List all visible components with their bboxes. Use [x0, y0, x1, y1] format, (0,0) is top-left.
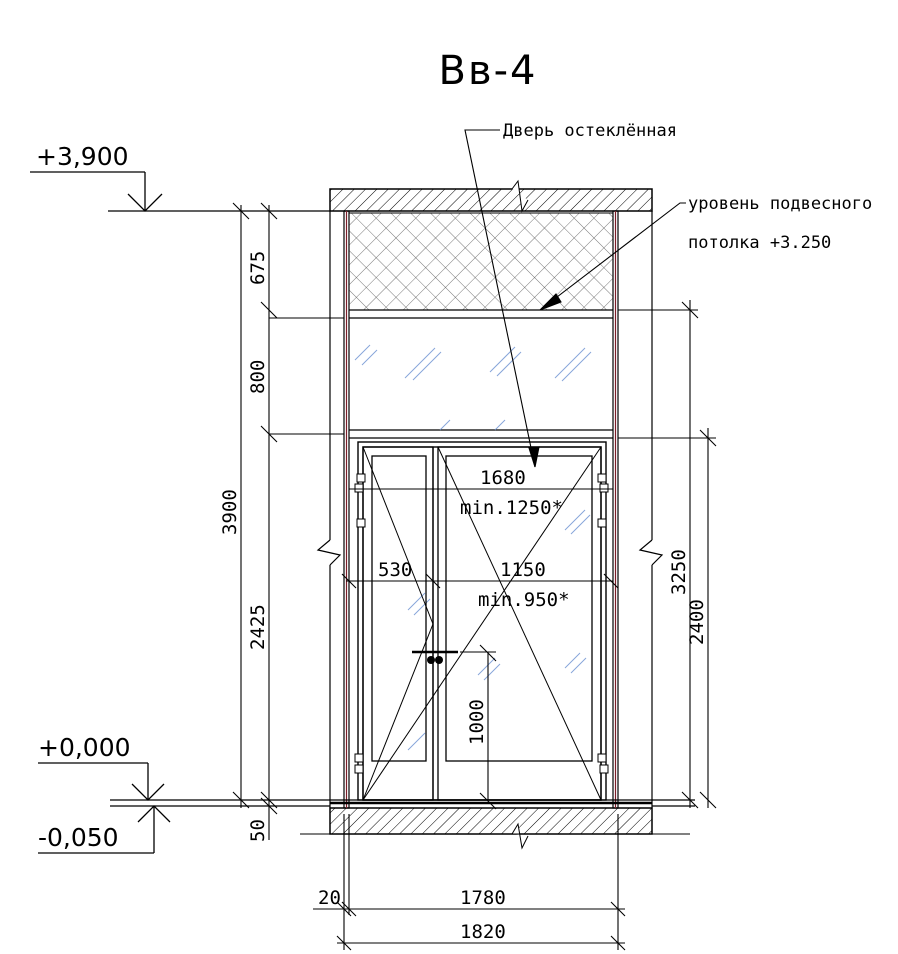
dim-handle-1000: 1000 [466, 699, 488, 745]
level-label-top: +3,900 [36, 142, 129, 171]
transom-panels [349, 309, 613, 439]
right-dimension-lines [618, 300, 717, 809]
wall-edges [316, 211, 664, 808]
dim-leaf-530: 530 [378, 559, 412, 581]
dim-800: 800 [247, 360, 269, 394]
door-handle [412, 650, 458, 664]
level-mark-zero [38, 762, 165, 801]
dim-50: 50 [247, 819, 269, 842]
dim-675: 675 [247, 251, 269, 285]
dim-bottom-20: 20 [318, 887, 341, 909]
drawing-title: Вв-4 [439, 48, 538, 94]
callout-ceiling-line1: уровень подвесного [688, 194, 872, 214]
dim-2400: 2400 [686, 599, 708, 645]
level-mark-bottom [38, 805, 171, 854]
bottom-dimension-lines [313, 814, 626, 951]
floor-slab [300, 807, 690, 850]
ceiling-slab [329, 179, 653, 213]
door-dimension-lines [341, 488, 619, 810]
callout-door-label: Дверь остеклённая [503, 121, 677, 141]
swing-lines [362, 446, 602, 801]
ceiling-infill-panel [348, 212, 614, 311]
callout-door-leader [464, 129, 540, 468]
dim-leaf-min: min.950* [478, 589, 570, 611]
dim-3900: 3900 [219, 489, 241, 535]
callout-ceiling-leader [539, 202, 686, 311]
dim-leaf-1150: 1150 [500, 559, 546, 581]
hinges [354, 473, 609, 774]
glass-marks [354, 344, 592, 751]
dim-bottom-1780: 1780 [460, 887, 506, 909]
door-frame [357, 441, 607, 801]
dim-bottom-1820: 1820 [460, 921, 506, 943]
callout-ceiling-line2: потолка +3.250 [688, 233, 831, 253]
level-mark-top [30, 171, 330, 212]
left-dimension-lines [232, 202, 344, 840]
dim-3250: 3250 [668, 549, 690, 595]
level-label-zero: +0,000 [38, 733, 131, 762]
threshold [110, 799, 695, 807]
door-leaf-left [362, 446, 434, 801]
dim-door-width: 1680 [480, 467, 526, 489]
frame-jambs [343, 210, 619, 809]
level-label-bottom: -0,050 [38, 823, 119, 852]
dim-2425: 2425 [247, 604, 269, 650]
dim-door-width-min: min.1250* [460, 497, 563, 519]
